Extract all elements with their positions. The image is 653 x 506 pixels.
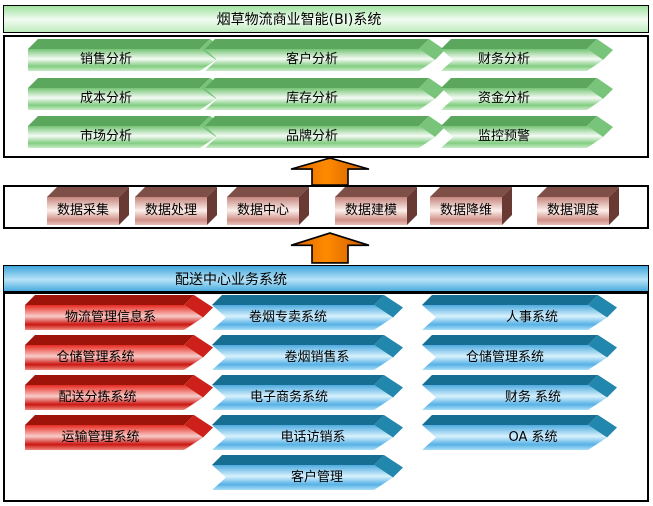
data-layer-box-processing: 数据处理 [135,187,217,225]
arrow-label: 电子商务系统 [249,390,328,405]
data-layer-box-scheduling: 数据调度 [537,187,619,225]
bi-module-arrow-capital-analysis: 资金分析 [441,78,613,110]
arrow-label: OA 系统 [508,430,558,445]
bi-module-arrow-cost-analysis: 成本分析 [28,78,226,110]
arrow-label: 配送分拣系统 [58,390,137,405]
business-arrow-ecommerce: 电子商务系统 [212,375,403,410]
distribution-center-header: 配送中心业务系统 [3,265,649,292]
box-label: 数据处理 [144,203,197,218]
bi-module-arrow-customer-analysis: 客户分析 [205,39,445,71]
data-layer-box-center: 数据中心 [227,187,309,225]
bi-module-arrow-brand-analysis: 品牌分析 [205,116,445,148]
business-arrow-oa-system: OA 系统 [422,415,617,450]
arrow-label: 监控预警 [477,129,530,144]
business-arrow-sorting-system: 配送分拣系统 [25,375,213,410]
arrow-label: 人事系统 [505,310,558,325]
business-arrow-transport-mgmt: 运输管理系统 [25,415,213,450]
data-flow-up-arrow-bottom [290,232,370,264]
arrow-label: 成本分析 [79,91,132,106]
bi-system-title: 烟草物流商业智能(BI)系统 [216,12,382,28]
arrow-label: 仓储管理系统 [465,350,544,365]
arrow-label: 财务 系统 [504,390,562,405]
arrow-label: 客户分析 [285,52,338,67]
arrow-label: 品牌分析 [285,129,338,144]
arrow-label: 运输管理系统 [61,430,140,445]
bi-module-arrow-monitor-warning: 监控预警 [441,116,613,148]
business-arrow-telemarketing: 电话访销系 [212,415,403,450]
business-arrow-finance-system: 财务 系统 [422,375,617,410]
arrow-label: 卷烟销售系 [284,350,350,365]
box-label: 数据降维 [439,203,492,218]
data-layer-box-collection: 数据采集 [47,187,129,225]
business-arrow-cigarette-sales: 卷烟销售系 [212,335,403,370]
arrow-label: 卷烟专卖系统 [248,310,327,325]
business-arrow-warehouse-system: 仓储管理系统 [422,335,617,370]
business-arrow-warehouse-mgmt: 仓储管理系统 [25,335,213,370]
business-arrow-logistics-info: 物流管理信息系 [25,295,213,330]
box-label: 数据建模 [344,203,397,218]
arrow-label: 仓储管理系统 [56,350,135,365]
arrow-label: 市场分析 [79,129,132,144]
box-label: 数据调度 [546,203,599,218]
data-layer-box-dimension: 数据降维 [430,187,512,225]
bi-system-header: 烟草物流商业智能(BI)系统 [3,5,649,33]
arrow-label: 电话访销系 [280,430,346,445]
arrow-label: 库存分析 [285,91,338,106]
bi-module-arrow-inventory-analysis: 库存分析 [205,78,445,110]
distribution-center-title: 配送中心业务系统 [175,271,287,288]
box-label: 数据中心 [236,203,289,218]
arrow-label: 物流管理信息系 [64,310,156,325]
arrow-label: 客户管理 [290,470,343,485]
arrow-label: 销售分析 [79,52,132,67]
box-label: 数据采集 [56,203,109,218]
business-arrow-monopoly-system: 卷烟专卖系统 [212,295,403,330]
business-arrow-customer-mgmt: 客户管理 [212,455,403,490]
bi-module-arrow-finance-analysis: 财务分析 [441,39,613,71]
business-arrow-hr-system: 人事系统 [422,295,617,330]
data-layer-box-modeling: 数据建模 [335,187,417,225]
arrow-label: 资金分析 [477,91,530,106]
bi-module-arrow-market-analysis: 市场分析 [28,116,226,148]
data-flow-up-arrow-top [290,157,370,186]
bi-module-arrow-sales-analysis: 销售分析 [28,39,226,71]
arrow-label: 财务分析 [477,52,530,67]
